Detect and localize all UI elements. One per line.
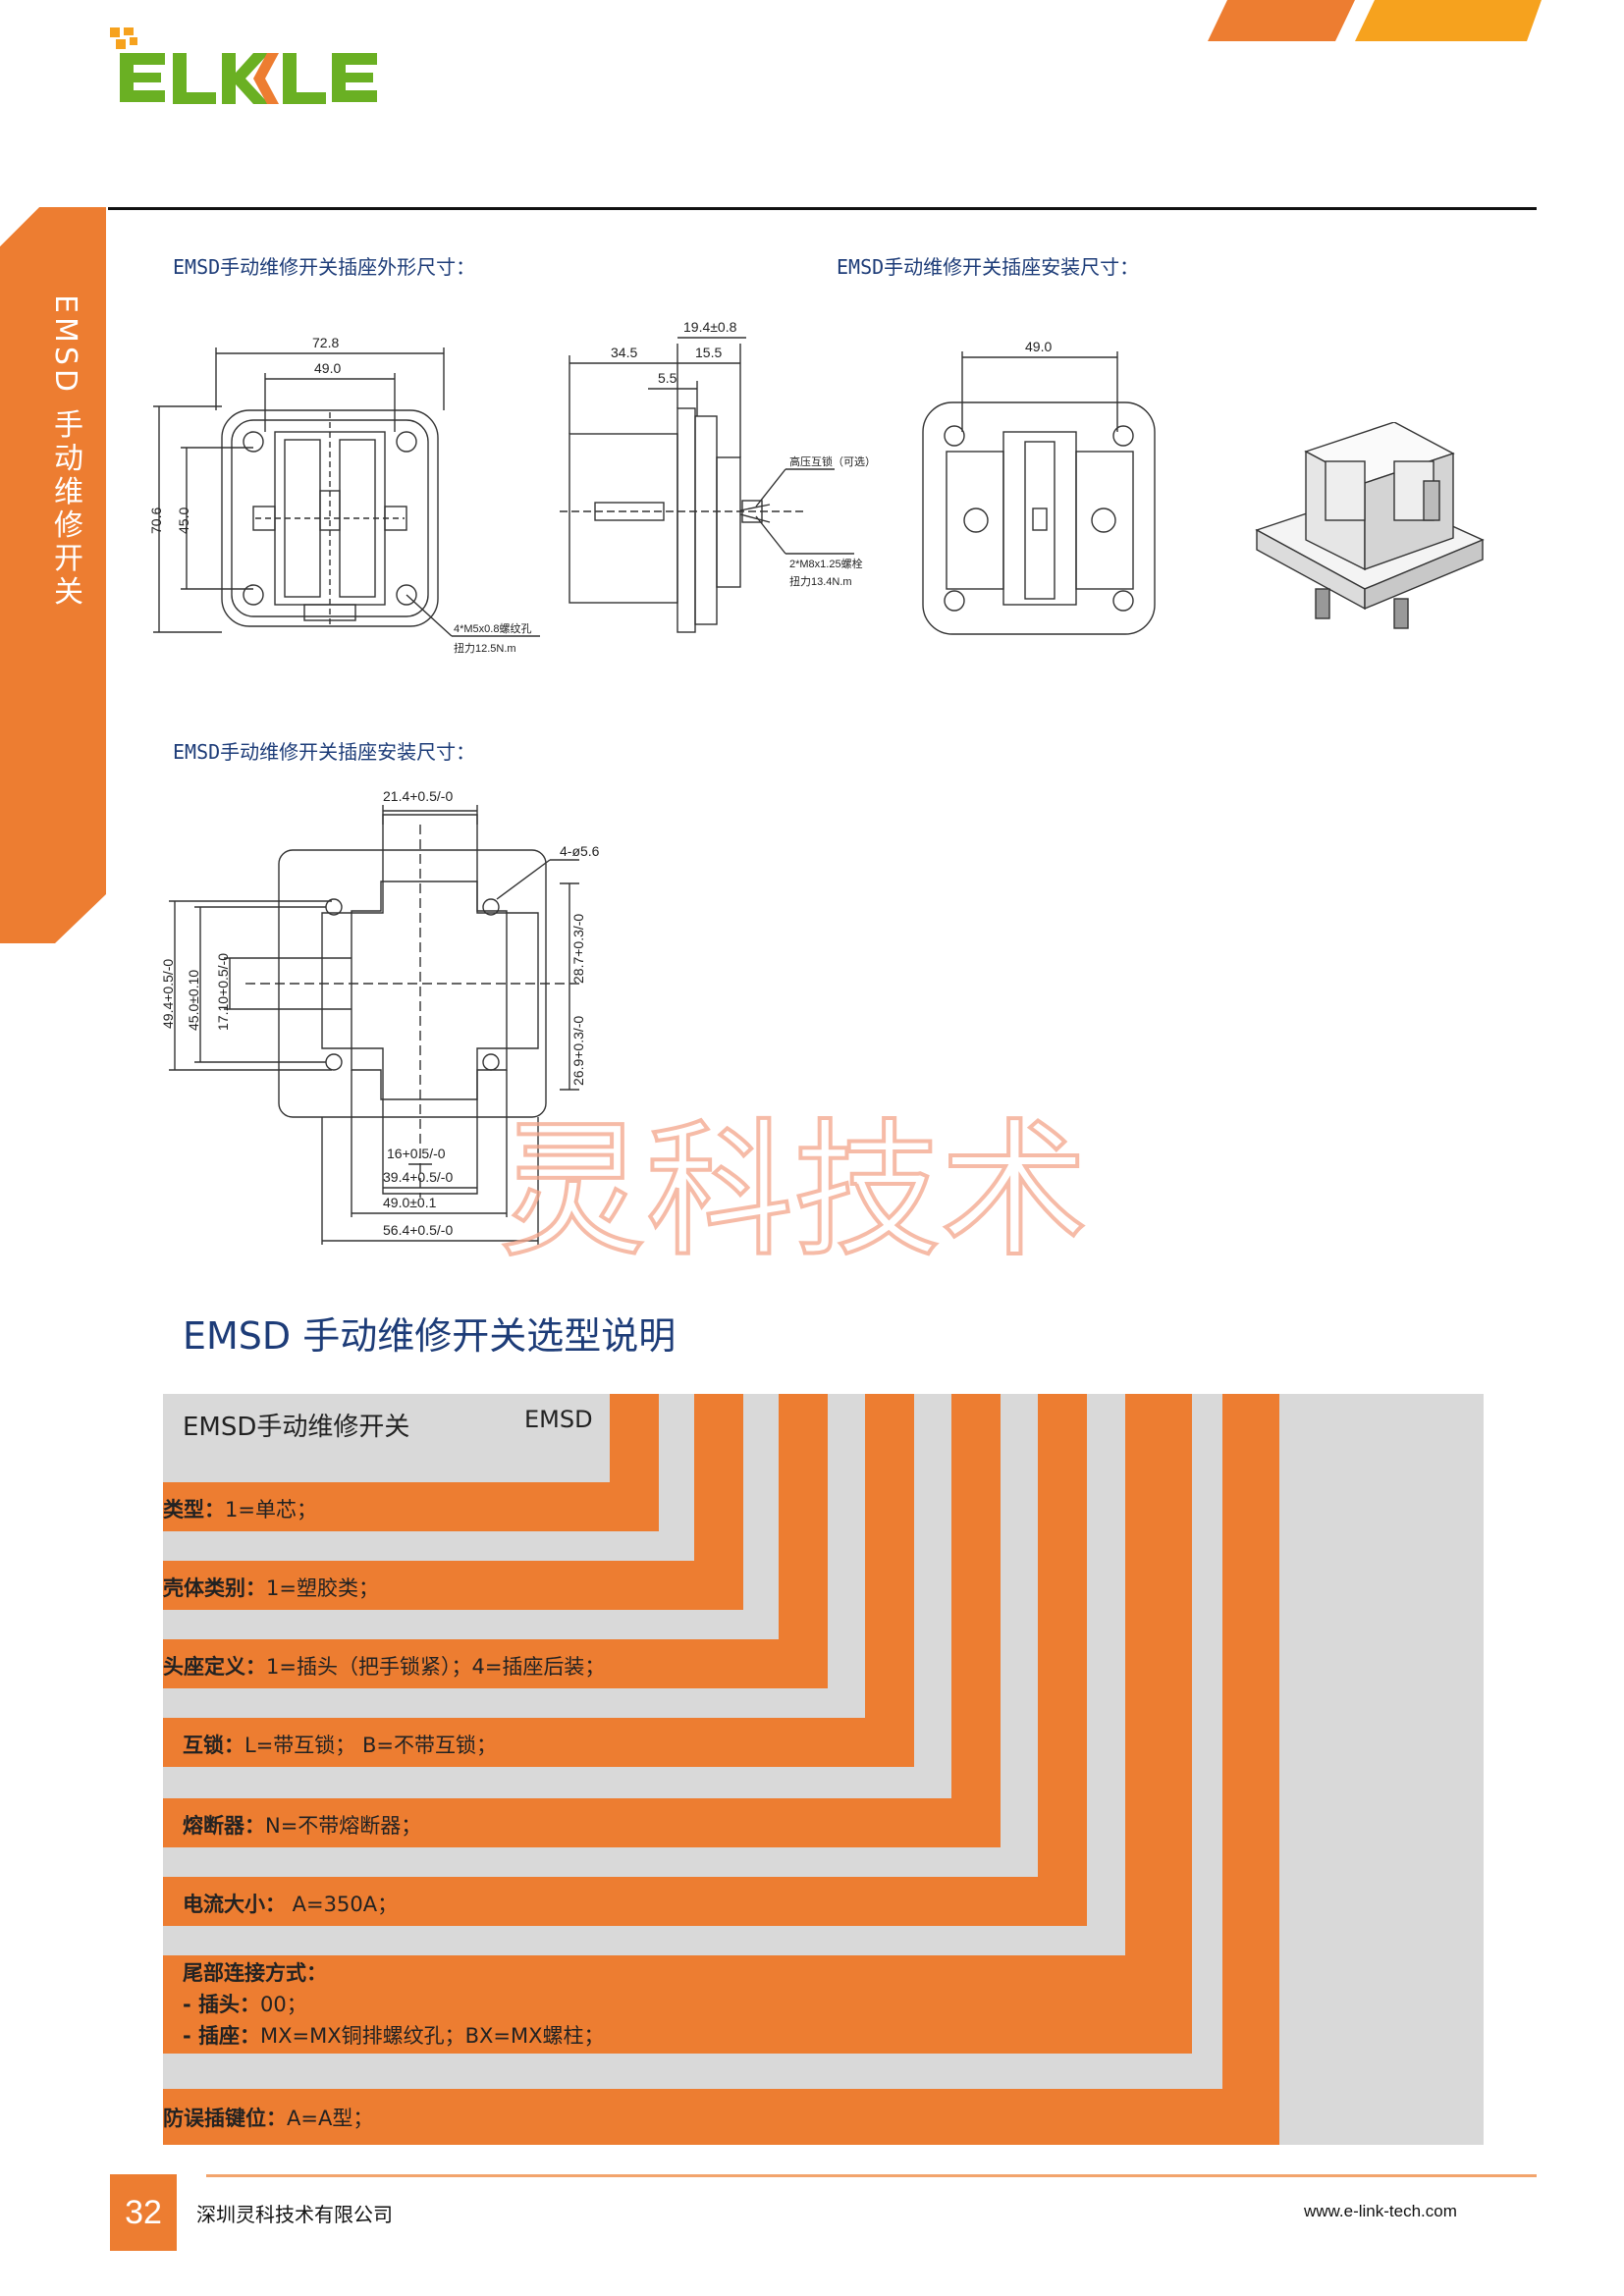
row-type: 类型：1=单芯； — [163, 1498, 317, 1522]
note-bolt-2: 扭力12.5N.m — [454, 641, 516, 655]
code-col-7 — [1125, 1394, 1192, 2054]
row-tail: 尾部连接方式： — [183, 1961, 327, 1985]
row-key: 防误插键位：A=A型； — [163, 2107, 374, 2130]
install-view-drawing: 49.0 — [922, 339, 1156, 635]
code-prefix: EMSD — [524, 1406, 593, 1433]
dim-side-d3: 15.5 — [695, 345, 722, 360]
row-tail-socket: - 插座：MX=MX铜排螺纹孔；BX=MX螺柱； — [183, 2024, 605, 2048]
caption-install-bottom: EMSD手动维修开关插座安装尺寸： — [173, 740, 476, 764]
connector-3d-image — [1255, 422, 1485, 629]
selection-product: EMSD手动维修开关 — [183, 1413, 410, 1442]
dim-cutout-bottom-2: 39.4+0.5/-0 — [383, 1169, 453, 1185]
code-col-3 — [779, 1394, 828, 1639]
dim-front-height-outer: 70.6 — [148, 507, 164, 534]
note-bolt-1: 4*M5x0.8螺纹孔 — [454, 621, 531, 635]
row-fuse: 熔断器：N=不带熔断器； — [183, 1814, 422, 1838]
side-tab — [0, 207, 106, 943]
dim-side-d2: 34.5 — [611, 345, 637, 360]
row-interlock: 互锁：L=带互锁； B=不带互锁； — [183, 1734, 497, 1757]
code-col-5 — [951, 1394, 1001, 1798]
footer-rule — [206, 2174, 1537, 2177]
dim-front-height-inner: 45.0 — [176, 507, 191, 534]
caption-install-top: EMSD手动维修开关插座安装尺寸： — [837, 255, 1140, 279]
selection-title: EMSD 手动维修开关选型说明 — [183, 1314, 677, 1358]
note-interlock: 高压互锁（可选） — [789, 454, 876, 468]
note-m8-torque: 扭力13.4N.m — [789, 574, 852, 588]
row-bar-key — [163, 2089, 1279, 2145]
note-m8-bolt: 2*M8x1.25螺栓 — [789, 557, 863, 570]
code-col-6 — [1038, 1394, 1087, 1877]
side-view-drawing: 19.4±0.8 34.5 15.5 5.5 高压互锁（可选） 2*M8x1.2… — [560, 319, 876, 633]
company-logo — [110, 27, 377, 104]
dim-cutout-left-mid: 45.0±0.10 — [186, 970, 201, 1031]
dim-cutout-top: 21.4+0.5/-0 — [383, 788, 453, 804]
dim-front-width-outer: 72.8 — [312, 335, 339, 350]
header-stripes — [1208, 0, 1542, 41]
dim-cutout-hole: 4-ø5.6 — [560, 843, 600, 859]
dim-cutout-left-inner: 17.10+0.5/-0 — [215, 953, 231, 1031]
row-bar-current — [163, 1877, 1087, 1926]
svg-text:灵科技术: 灵科技术 — [499, 1106, 1088, 1271]
row-bar-interlock — [163, 1718, 914, 1767]
dim-cutout-bottom-1: 16+0.5/-0 — [387, 1146, 446, 1161]
panel-cutout-drawing: 21.4+0.5/-0 4-ø5.6 28.7+0.3/-0 26.9+0.3/… — [160, 788, 600, 1245]
code-col-4 — [865, 1394, 914, 1718]
dim-cutout-left-outer: 49.4+0.5/-0 — [160, 959, 176, 1029]
dim-cutout-right-bottom: 26.9+0.3/-0 — [570, 1016, 586, 1086]
row-bar-type — [163, 1482, 659, 1531]
dim-install-width: 49.0 — [1025, 339, 1052, 354]
footer-company: 深圳灵科技术有限公司 — [196, 2203, 393, 2226]
page-number: 32 — [110, 2174, 177, 2251]
dim-front-width-inner: 49.0 — [314, 360, 341, 376]
row-head: 头座定义：1=插头（把手锁紧）；4=插座后装； — [163, 1655, 606, 1679]
side-tab-label: EMSD 手动维修开关 — [48, 294, 82, 610]
dim-cutout-bottom-4: 56.4+0.5/-0 — [383, 1222, 453, 1238]
dim-side-d1: 19.4±0.8 — [683, 319, 737, 335]
front-view-drawing: 72.8 49.0 70.6 45.0 4*M5x0.8螺纹孔 扭力12.5N.… — [148, 335, 540, 655]
row-bar-tail — [163, 1955, 1192, 2054]
row-tail-plug: - 插头：00； — [183, 1993, 307, 2016]
row-bar-shell — [163, 1561, 743, 1610]
footer-url[interactable]: www.e-link-tech.com — [1304, 2202, 1457, 2220]
code-col-1 — [610, 1394, 659, 1482]
row-current: 电流大小： A=350A； — [183, 1893, 399, 1916]
watermark: 灵科技术 — [499, 1104, 1090, 1271]
dim-side-d4: 5.5 — [658, 370, 677, 386]
row-shell: 壳体类别：1=塑胶类； — [163, 1576, 379, 1600]
row-bar-fuse — [163, 1798, 1001, 1847]
code-col-2 — [694, 1394, 743, 1561]
dim-cutout-right-top: 28.7+0.3/-0 — [570, 914, 586, 984]
caption-outline: EMSD手动维修开关插座外形尺寸： — [173, 255, 476, 279]
code-col-8 — [1222, 1394, 1279, 2145]
dim-cutout-bottom-3: 49.0±0.1 — [383, 1195, 437, 1210]
row-bar-head — [163, 1639, 828, 1688]
header-rule — [108, 207, 1537, 210]
